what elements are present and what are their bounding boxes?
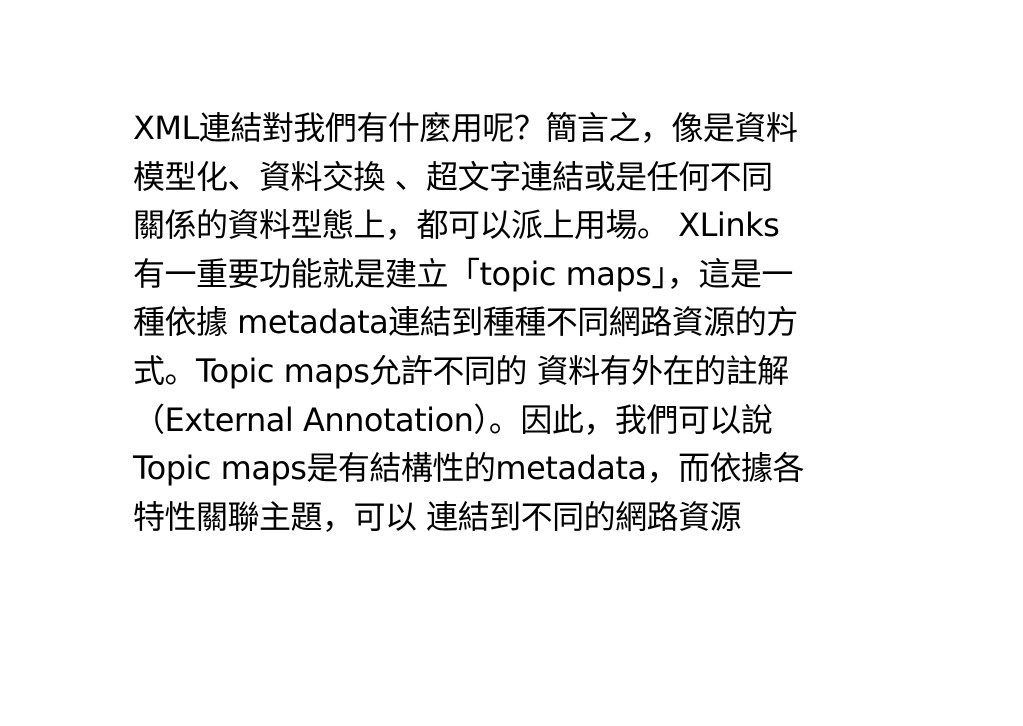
text-line: XML連結對我們有什麼用呢？簡言之，像是資料 [133, 109, 798, 147]
text-line: 特性關聯主題，可以 連結到不同的網路資源 [133, 497, 742, 536]
text-line: 關係的資料型態上，都可以派上用場。 XLinks [133, 206, 780, 245]
text-line: Topic maps是有結構性的metadata，而依據各 [133, 449, 805, 488]
text-line: 有一重要功能就是建立「topic maps」，這是一 [133, 254, 793, 293]
text-line: 式。Topic maps允許不同的 資料有外在的註解 [133, 351, 789, 390]
text-line: （External Annotation）。因此，我們可以說 [133, 400, 773, 439]
body-text: XML連結對我們有什麼用呢？簡言之，像是資料 模型化、資料交換 、超文字連結或是… [133, 104, 953, 541]
text-line: 模型化、資料交換 、超文字連結或是任何不同 [133, 157, 773, 196]
text-line: 種依據 metadata連結到種種不同網路資源的方 [133, 303, 798, 342]
